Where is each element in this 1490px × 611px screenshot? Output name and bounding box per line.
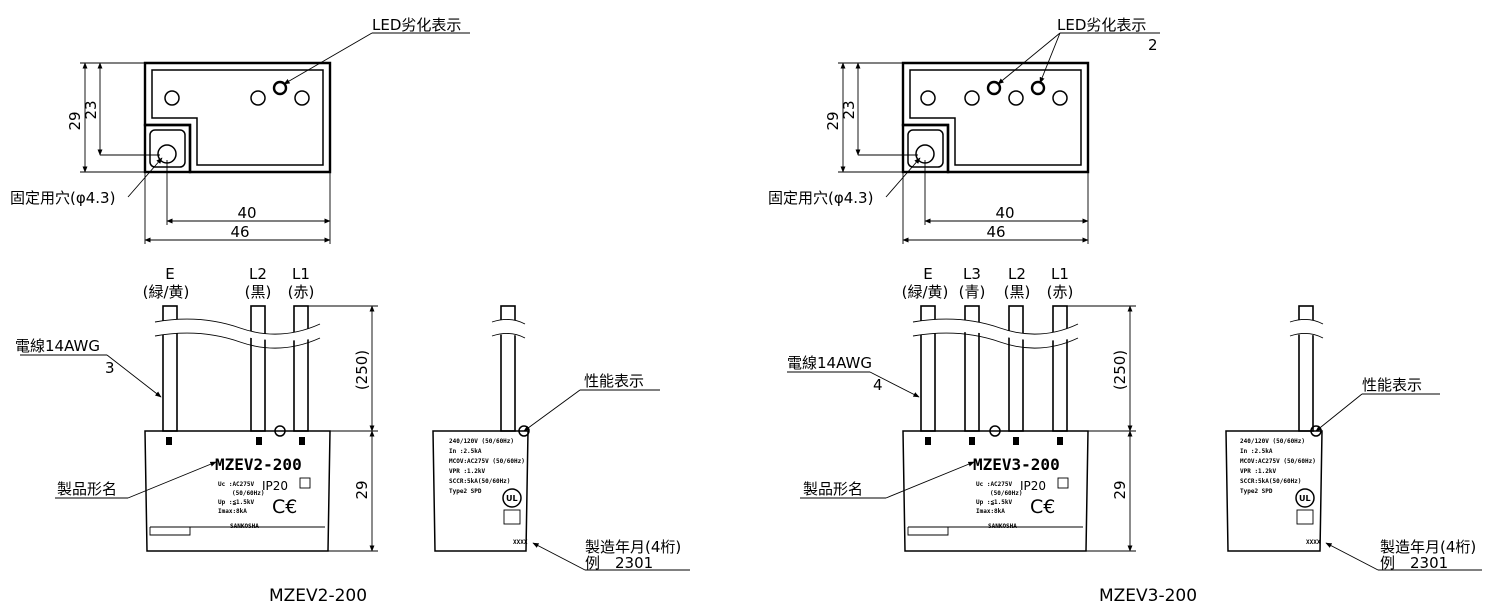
wire-color: (赤) [1047,283,1074,301]
svg-text:Up :≦1.5kV: Up :≦1.5kV [218,499,255,506]
svg-text:Imax:8kA: Imax:8kA [218,508,247,515]
mount-hole-label: 固定用穴(φ4.3) [10,189,115,207]
svg-text:SCCR:5kA(50/60Hz): SCCR:5kA(50/60Hz) [449,478,510,485]
performance-label: 性能表示 [584,372,644,390]
dim-body-height: 29 [1111,480,1129,499]
wire-terminal: L1 [292,265,310,283]
wire-color: (黒) [1004,283,1031,301]
svg-text:SCCR:5kA(50/60Hz): SCCR:5kA(50/60Hz) [1240,478,1301,485]
top-view: LED劣化表示 29 23 固定用穴(φ4.3) 40 46 [10,16,470,244]
svg-text:(50/60Hz): (50/60Hz) [990,490,1023,497]
svg-text:Uc :AC275V: Uc :AC275V [976,481,1013,488]
hole-circle [164,90,180,106]
front-view: E (緑/黄) L3 (青) L2 (黒) L1 (赤) [787,265,1136,552]
svg-text:Up :≦1.5kV: Up :≦1.5kV [976,499,1013,506]
wire-terminal: L3 [963,265,981,283]
wire-terminal: L2 [249,265,267,283]
wire-terminal: E [165,265,174,283]
led-label: LED劣化表示 [372,16,461,34]
svg-text:UL: UL [506,494,518,503]
ip-rating: IP20 [262,479,288,493]
dim-inner-height: 23 [840,100,858,119]
date-example: 例 2301 [585,554,653,572]
dim-overall-width: 46 [986,223,1005,241]
wire-count: 4 [873,376,883,394]
dim-overall-height: 29 [66,111,84,130]
date-code: XXXX [513,539,528,546]
svg-text:240/120V (50/60Hz): 240/120V (50/60Hz) [1240,438,1305,445]
led-count: 2 [1148,36,1158,54]
wire-count: 3 [105,359,115,377]
wire-label: 電線14AWG [15,337,100,355]
dim-wire-length: (250) [353,350,371,390]
wire-color: (緑/黄) [143,283,190,301]
ce-mark: C€ [1030,496,1055,518]
wire-color: (青) [959,283,986,301]
model-caption: MZEV2-200 [269,586,367,606]
side-view: 240/120V (50/60Hz) In :2.5kA MCOV:AC275V… [1225,305,1482,572]
ce-mark: C€ [272,496,297,518]
led-indicator [1030,80,1046,96]
wire-terminal: L1 [1051,265,1069,283]
svg-text:Type2 SPD: Type2 SPD [1240,488,1273,495]
body-model-text: MZEV3-200 [973,455,1060,474]
body-model-text: MZEV2-200 [215,455,302,474]
wire-terminal: E [923,265,932,283]
ul-logo-icon [502,488,522,508]
drawing-mzev2: LED劣化表示 29 23 固定用穴(φ4.3) 40 46 E (緑/黄) [10,16,690,606]
brand-text: SANKOSHA [988,523,1017,530]
wire-terminal: L2 [1008,265,1026,283]
wire-label: 電線14AWG [787,354,872,372]
dim-inner-height: 23 [82,100,100,119]
front-view: E (緑/黄) L2 (黒) L1 (赤) MZEV2-200 Uc :AC27… [15,265,378,552]
top-view: LED劣化表示 2 29 23 固定用穴(φ4.3) 40 46 [768,16,1160,244]
model-caption: MZEV3-200 [1099,586,1197,606]
date-label: 製造年月(4桁) [1380,538,1476,556]
performance-label: 性能表示 [1362,376,1422,394]
date-label: 製造年月(4桁) [585,538,681,556]
mount-hole-label: 固定用穴(φ4.3) [768,189,873,207]
date-example: 例 2301 [1380,554,1448,572]
dim-overall-height: 29 [824,111,842,130]
brand-text: SANKOSHA [230,523,259,530]
side-view: 240/120V (50/60Hz) In :2.5kA MCOV:AC275V… [432,305,690,572]
led-indicator [272,80,288,96]
led-label: LED劣化表示 [1057,16,1146,34]
dim-inner-width: 40 [237,204,256,222]
svg-text:VPR :1.2kV: VPR :1.2kV [449,468,486,475]
product-name-label: 製品形名 [803,480,863,498]
svg-text:(50/60Hz): (50/60Hz) [232,490,265,497]
wire-color: (緑/黄) [902,283,949,301]
svg-text:In :2.5kA: In :2.5kA [1240,448,1273,455]
drawing-mzev3: LED劣化表示 2 29 23 固定用穴(φ4.3) 40 46 E (緑/ [768,16,1482,606]
dim-overall-width: 46 [230,223,249,241]
svg-text:Uc :AC275V: Uc :AC275V [218,481,255,488]
svg-text:UL: UL [1299,494,1311,503]
svg-text:MCOV:AC275V (50/60Hz): MCOV:AC275V (50/60Hz) [449,458,525,465]
wire-color: (赤) [288,283,315,301]
dim-wire-length: (250) [1111,350,1129,390]
wire-color: (黒) [245,283,272,301]
dim-inner-width: 40 [995,204,1014,222]
svg-text:MCOV:AC275V (50/60Hz): MCOV:AC275V (50/60Hz) [1240,458,1316,465]
product-name-label: 製品形名 [57,480,117,498]
svg-text:In :2.5kA: In :2.5kA [449,448,482,455]
svg-text:240/120V (50/60Hz): 240/120V (50/60Hz) [449,438,514,445]
svg-text:Imax:8kA: Imax:8kA [976,508,1005,515]
date-code: XXXX [1306,539,1321,546]
ul-logo-icon [1295,488,1315,508]
svg-text:Type2 SPD: Type2 SPD [449,488,482,495]
svg-text:VPR :1.2kV: VPR :1.2kV [1240,468,1277,475]
led-indicator [986,80,1002,96]
ip-rating: IP20 [1020,479,1046,493]
dim-body-height: 29 [353,480,371,499]
